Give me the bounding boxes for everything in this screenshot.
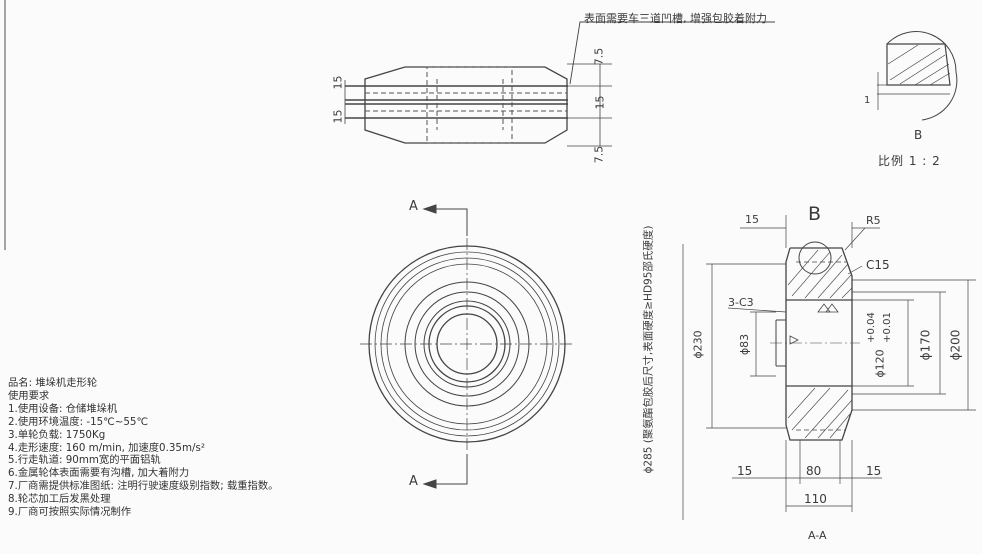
dim-r5: R5 [866,214,881,227]
dim-c15: C15 [866,258,890,272]
dim-c3: 3-C3 [728,296,754,309]
dim-d120: ϕ120 [873,349,887,378]
product-name: 品名: 堆垛机走形轮 [8,377,98,389]
requirement-item: 1.使用设备: 仓储堆垛机 [8,402,118,415]
requirement-item: 7.厂商需提供标准图纸: 注明行驶速度级别指数; 载重指数。 [8,480,279,493]
section-view-label: A-A [808,529,827,542]
dim-110: 110 [804,492,827,506]
dim-right-2: 15 [593,95,607,110]
dim-tol-plus: +0.04 [865,312,877,343]
requirements-heading: 使用要求 [8,389,50,402]
dim-d230: ϕ230 [691,330,705,359]
requirement-item: 4.走形速度: 160 m/min, 加速度0.35m/s² [8,441,205,454]
top-view [344,63,612,147]
requirement-item: 6.金属轮体表面需要有沟槽, 加大着附力 [8,467,190,480]
requirement-item: 8.轮芯加工后发黑处理 [8,493,111,506]
dim-right-1: 7.5 [592,47,606,66]
section-label-bottom: A [409,474,418,489]
front-view [360,204,574,489]
dim-15-top: 15 [745,213,759,226]
section-label-top: A [409,199,418,214]
dim-right-3: 7.5 [592,145,606,164]
detail-b-view [877,31,958,121]
detail-b-dim: 1 [864,95,871,106]
dim-tol-minus: +0.01 [881,312,893,343]
detail-b-scale: 比例 1 : 2 [878,154,941,168]
dim-d200: ϕ200 [948,329,963,361]
requirement-item: 2.使用环境温度: -15℃~55℃ [8,415,149,428]
surface-note-leader [569,21,775,85]
requirements-block: 品名: 堆垛机走形轮 使用要求 1.使用设备: 仓储堆垛机 2.使用环境温度: … [8,377,278,519]
detail-ref-b: B [808,203,822,225]
dim-d285-note: ϕ285 (聚氨酯包胶后尺寸,表面硬度≥HD95邵氏硬度) [642,225,655,474]
dim-left-1: 15 [331,75,345,90]
dim-80: 80 [806,464,822,478]
dim-15-left: 15 [737,464,753,478]
dim-d170: ϕ170 [918,329,933,361]
requirement-item: 9.厂商可按照实际情况制作 [8,506,132,519]
dim-left-2: 15 [331,109,345,124]
dim-15-right: 15 [866,464,882,478]
requirement-item: 5.行走轨道: 90mm宽的平面铝轨 [8,454,161,467]
requirement-item: 3.单轮负载: 1750Kg [8,428,106,441]
surface-note: 表面需要车三道凹槽, 增强包胶着附力 [584,12,767,25]
detail-b-label: B [914,128,923,142]
section-a-a-view [682,215,976,520]
dim-d83: ϕ83 [738,333,752,356]
